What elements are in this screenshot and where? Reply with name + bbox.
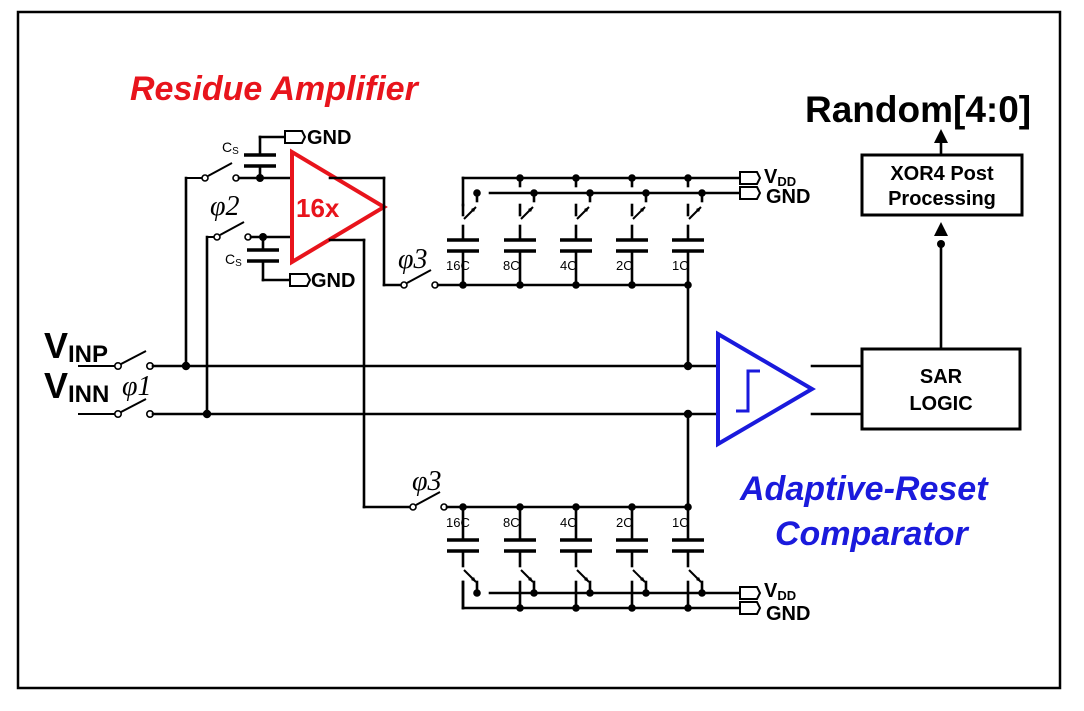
cs-bottom-label: CS <box>225 251 242 269</box>
top-cap-label: 8C <box>503 258 520 273</box>
bottom-capacitor-array: VDD GND 16C 8C 4C 2C 1C <box>446 503 810 625</box>
gnd-bottom-label: GND <box>311 270 355 292</box>
vinp-label: VINP <box>44 325 108 368</box>
top-cap-label: 16C <box>446 258 470 273</box>
sampling-network-bottom: CS GND <box>205 221 355 416</box>
bottom-cap-label: 2C <box>616 515 633 530</box>
phi2-label: φ2 <box>210 191 240 222</box>
gnd-top-dac-label: GND <box>766 186 810 208</box>
sar-label-line1: SAR <box>920 366 963 388</box>
vinn-label: VINN <box>44 365 109 408</box>
amp-output-wires <box>328 176 690 511</box>
top-capacitor-16C: 16C <box>446 189 481 289</box>
xor-label-line2: Processing <box>888 188 996 210</box>
bottom-capacitor-16C: 16C <box>446 503 481 610</box>
phi3-top-label: φ3 <box>398 244 428 275</box>
residue-amplifier-title: Residue Amplifier <box>130 70 420 108</box>
hysteresis-icon <box>736 369 760 413</box>
bottom-capacitor-2C: 2C <box>616 503 650 612</box>
cs-top-label: CS <box>222 139 239 157</box>
bottom-cap-label: 4C <box>560 515 577 530</box>
input-vinn: VINN <box>44 365 720 418</box>
top-capacitor-4C: 4C <box>560 174 594 289</box>
sar-label-line2: LOGIC <box>909 393 972 415</box>
vdd-top-label: VDD <box>764 166 796 189</box>
bottom-capacitor-4C: 4C <box>560 503 594 612</box>
comparator-title-line1: Adaptive-Reset <box>739 470 989 508</box>
vdd-bottom-label: VDD <box>764 580 796 603</box>
comparator-triangle <box>716 330 816 448</box>
top-capacitor-2C: 2C <box>616 174 650 289</box>
phi3-bottom-label: φ3 <box>412 466 442 497</box>
sampling-network-top: CS GND <box>184 127 351 368</box>
top-capacitor-8C: 8C <box>503 174 538 289</box>
top-capacitor-1C: 1C <box>672 174 706 289</box>
top-cap-label: 2C <box>616 258 633 273</box>
bottom-cap-label: 1C <box>672 515 689 530</box>
comparator-title-line2: Comparator <box>775 515 969 553</box>
top-capacitor-array: VDD GND 16C 8C 4C 2C 1C <box>446 166 810 289</box>
residue-amplifier-triangle <box>290 148 388 266</box>
phi1-label: φ1 <box>122 371 152 402</box>
gnd-bottom-dac-label: GND <box>766 603 810 625</box>
bottom-capacitor-1C: 1C <box>672 503 706 612</box>
comparator <box>716 330 816 448</box>
input-vinp: VINP <box>44 325 720 370</box>
gnd-top-label: GND <box>307 127 351 149</box>
top-cap-label: 1C <box>672 258 689 273</box>
amplifier-gain-label: 16x <box>296 193 340 223</box>
xor-label-line1: XOR4 Post <box>890 163 994 185</box>
bottom-capacitor-8C: 8C <box>503 503 538 612</box>
output-label: Random[4:0] <box>805 89 1031 130</box>
bottom-cap-label: 16C <box>446 515 470 530</box>
sar-logic-block <box>860 347 1022 431</box>
top-cap-label: 4C <box>560 258 577 273</box>
xor4-post-processing-block <box>860 153 1024 217</box>
bottom-cap-label: 8C <box>503 515 520 530</box>
diagram-border <box>16 10 1062 690</box>
